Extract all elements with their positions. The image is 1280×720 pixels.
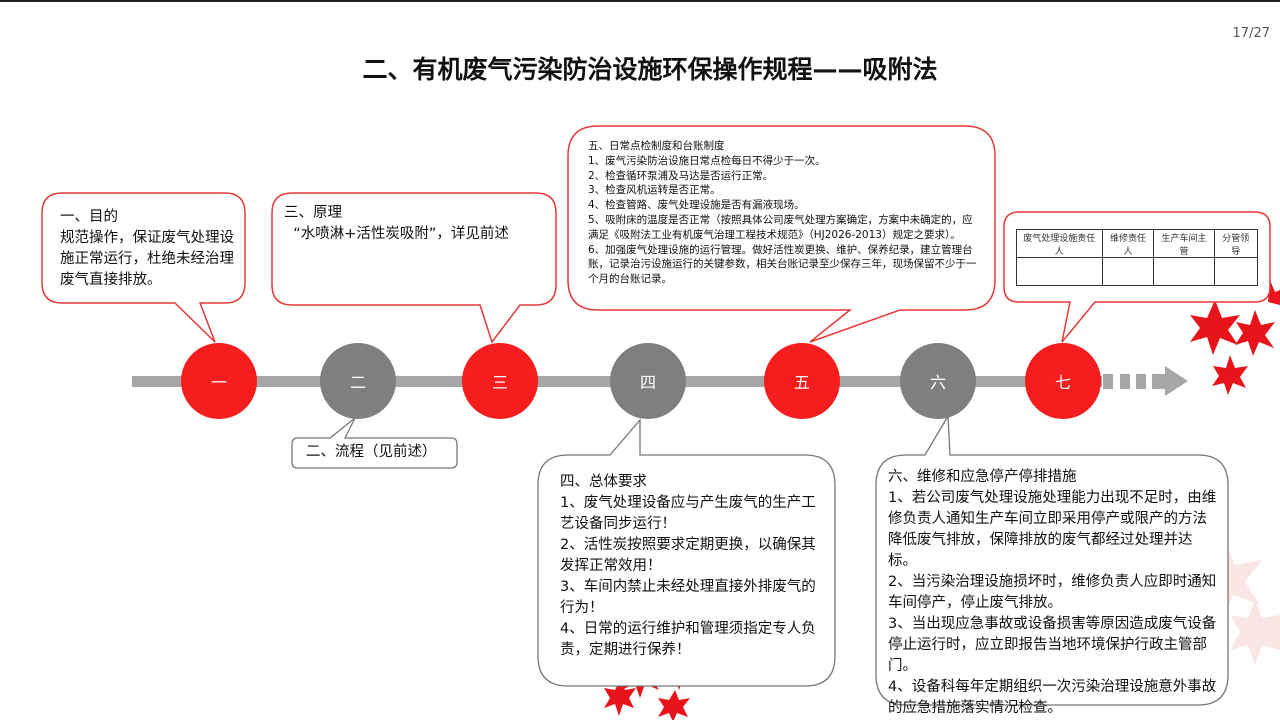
step-1-circle: 一 — [181, 343, 257, 419]
callout-maintenance: 六、维修和应急停产停排措施 1、若公司废气处理设施处理能力出现不足时，由维修负责… — [888, 469, 1217, 716]
callout-general: 四、总体要求 1、废气处理设备应与产生废气的生产工艺设备同步运行！ 2、活性炭按… — [560, 474, 816, 658]
page-number: 17/27 — [1232, 26, 1270, 41]
table-header: 生产车间主管 — [1153, 229, 1215, 258]
step-3-circle: 三 — [462, 343, 538, 419]
step-4-circle: 四 — [610, 343, 686, 419]
callout-maintenance-shape — [875, 413, 1229, 706]
top-border — [0, 0, 1280, 2]
step-5-circle: 五 — [764, 343, 840, 419]
table-cell — [1101, 257, 1155, 286]
table-row — [1016, 257, 1259, 286]
callout-principle-shape — [271, 192, 557, 344]
responsibility-table: 废气处理设施责任人 维修责任人 生产车间主管 分管领导 — [1016, 229, 1259, 286]
callout-process-shape — [291, 417, 458, 469]
callout-inspection-shape — [567, 125, 996, 343]
timeline-arrowhead — [1152, 366, 1188, 396]
table-cell — [1153, 257, 1215, 286]
callout-principle: 三、原理 “水喷淋+活性炭吸附”，详见前述 — [284, 205, 509, 242]
timeline-dashes — [1103, 366, 1188, 396]
step-2-circle: 二 — [320, 343, 396, 419]
table-header-row: 废气处理设施责任人 维修责任人 生产车间主管 分管领导 — [1016, 229, 1259, 258]
table-cell — [1213, 257, 1259, 286]
callout-process: 二、流程（见前述） — [306, 444, 437, 460]
page-title: 二、有机废气污染防治设施环保操作规程——吸附法 — [362, 55, 938, 84]
step-6-circle: 六 — [900, 343, 976, 419]
callout-purpose-shape — [41, 192, 246, 343]
table-cell — [1016, 257, 1103, 286]
table-header: 维修责任人 — [1101, 229, 1155, 258]
callout-general-shape — [537, 418, 836, 687]
step-7-circle: 七 — [1025, 343, 1101, 419]
table-header: 分管领导 — [1213, 229, 1259, 258]
table-header: 废气处理设施责任人 — [1016, 229, 1103, 258]
callout-inspection: 五、日常点检制度和台账制度 1、废气污染防治设施日常点检每日不得少于一次。 2、… — [588, 140, 977, 286]
callout-purpose: 一、目的 规范操作，保证废气处理设施正常运行，杜绝未经治理废气直接排放。 — [60, 209, 234, 288]
